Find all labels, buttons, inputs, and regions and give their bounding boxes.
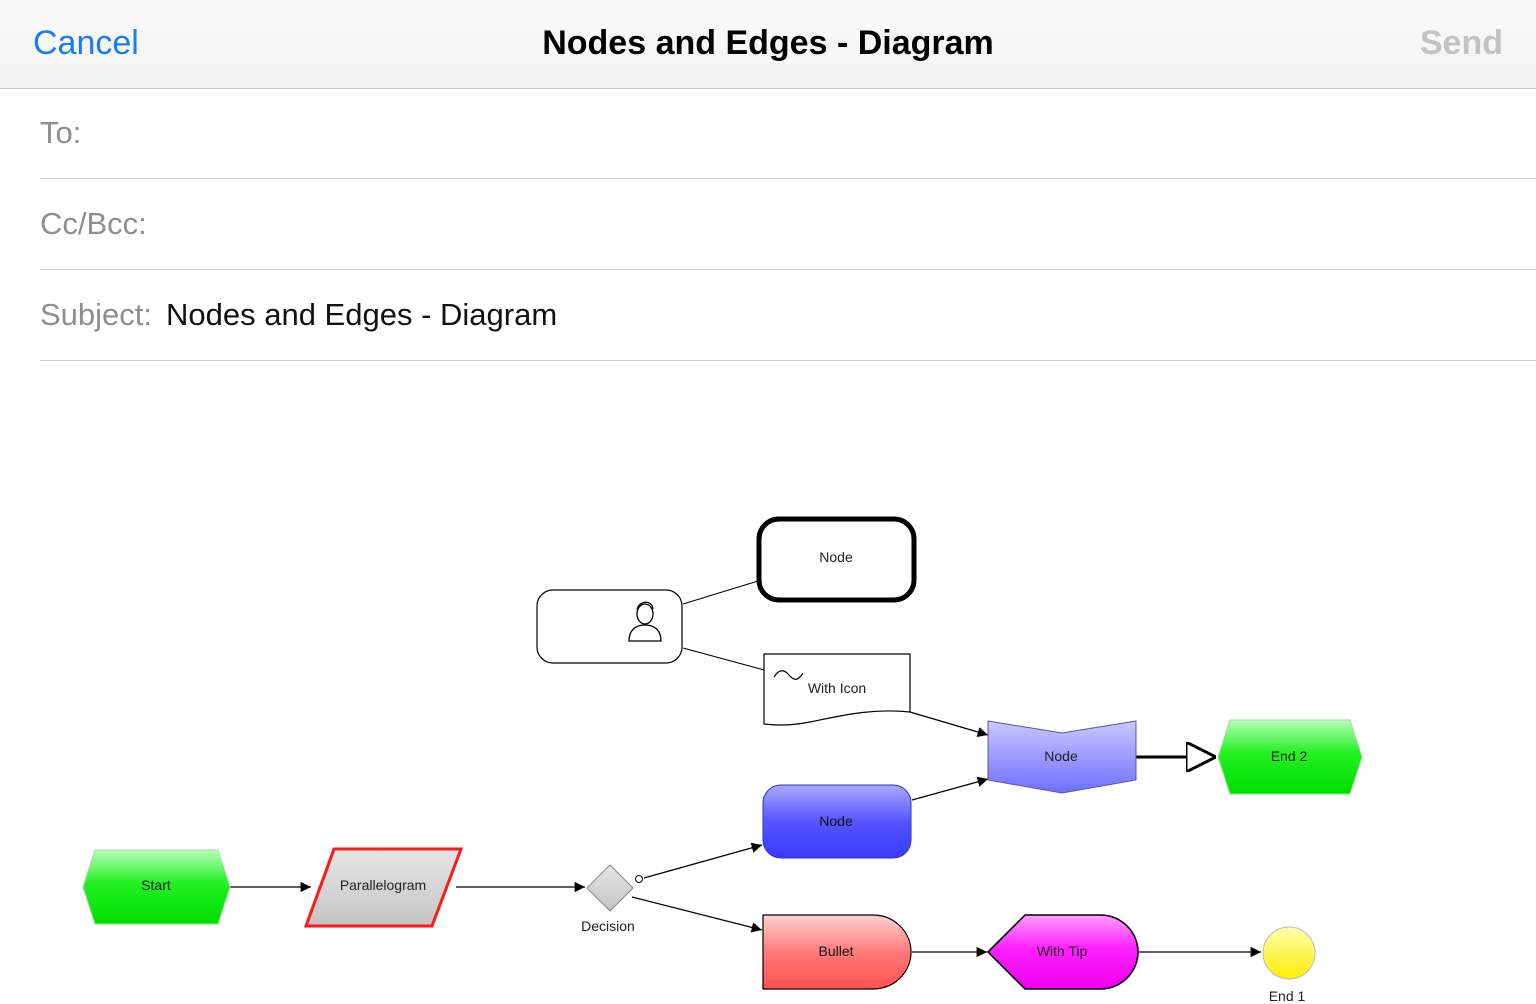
to-field[interactable]: To: — [40, 89, 1536, 179]
node-parallelogram-label: Parallelogram — [340, 877, 426, 893]
node-chevron-label: Node — [1044, 748, 1078, 764]
cc-bcc-label: Cc/Bcc: — [40, 206, 147, 241]
edge-person-withicon — [682, 647, 765, 671]
page-title: Nodes and Edges - Diagram — [542, 24, 994, 62]
node-decision: Decision — [581, 864, 635, 934]
node-chevron: Node — [987, 720, 1137, 794]
node-bullet-label: Bullet — [818, 943, 853, 959]
edge-withicon-chevron — [909, 711, 989, 738]
node-blue: Node — [762, 784, 912, 859]
node-bullet: Bullet — [762, 914, 912, 990]
edge-person-node — [682, 580, 759, 605]
node-start: Start — [82, 849, 231, 925]
edge-decision-node — [643, 842, 763, 879]
node-bold-label: Node — [819, 549, 853, 565]
to-label: To: — [40, 115, 82, 150]
edge-decision-node-tail — [635, 875, 643, 883]
node-end-1-label: End 1 — [1269, 988, 1306, 1004]
node-end-2: End 2 — [1217, 719, 1363, 795]
subject-value[interactable]: Nodes and Edges - Diagram — [166, 297, 558, 332]
edge-node-chevron — [911, 776, 989, 801]
subject-label: Subject: — [40, 297, 153, 332]
send-button[interactable]: Send — [1419, 24, 1503, 62]
node-end-1: End 1 — [1262, 926, 1316, 1004]
node-end-2-label: End 2 — [1271, 748, 1308, 764]
navigation-bar: Cancel Nodes and Edges - Diagram Send — [0, 0, 1536, 89]
subject-field[interactable]: Subject: Nodes and Edges - Diagram — [40, 271, 1536, 361]
cancel-button[interactable]: Cancel — [33, 24, 139, 62]
node-blue-label: Node — [819, 813, 853, 829]
node-decision-label: Decision — [581, 918, 635, 934]
node-with-icon-label: With Icon — [808, 680, 866, 696]
node-with-tip: With Tip — [986, 914, 1139, 990]
node-person — [536, 589, 683, 664]
edge-decision-bullet — [631, 896, 763, 933]
node-with-icon: With Icon — [763, 653, 911, 726]
person-icon — [628, 601, 662, 642]
node-with-tip-label: With Tip — [1037, 943, 1088, 959]
cc-bcc-field[interactable]: Cc/Bcc: — [40, 180, 1536, 270]
node-start-label: Start — [141, 877, 171, 893]
tilde-icon — [773, 670, 804, 680]
diagram-attachment: Start Parallelogram Decision Node Bullet… — [82, 516, 1363, 1004]
node-bold: Node — [756, 516, 917, 603]
node-parallelogram: Parallelogram — [303, 847, 464, 928]
